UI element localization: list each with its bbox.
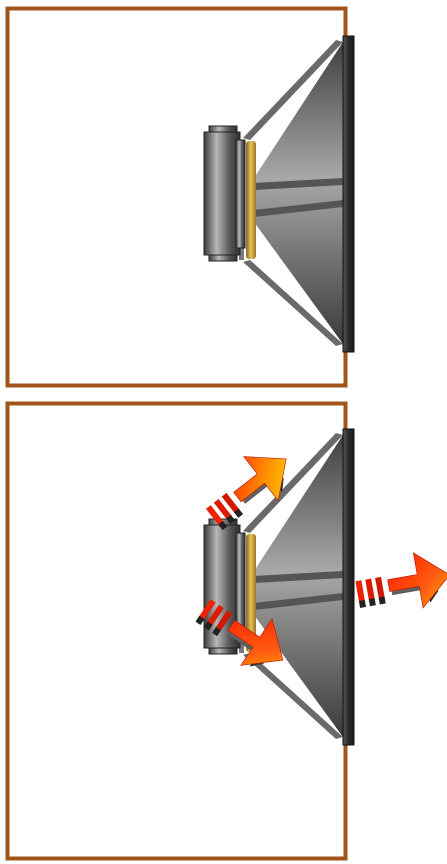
pressure-arrow-icon bbox=[195, 599, 284, 667]
enclosure-bottom-panel bbox=[5, 401, 447, 861]
pressure-arrow-icon bbox=[355, 552, 447, 609]
pressure-arrow-icon bbox=[205, 456, 287, 531]
enclosure-top-panel bbox=[5, 6, 355, 388]
